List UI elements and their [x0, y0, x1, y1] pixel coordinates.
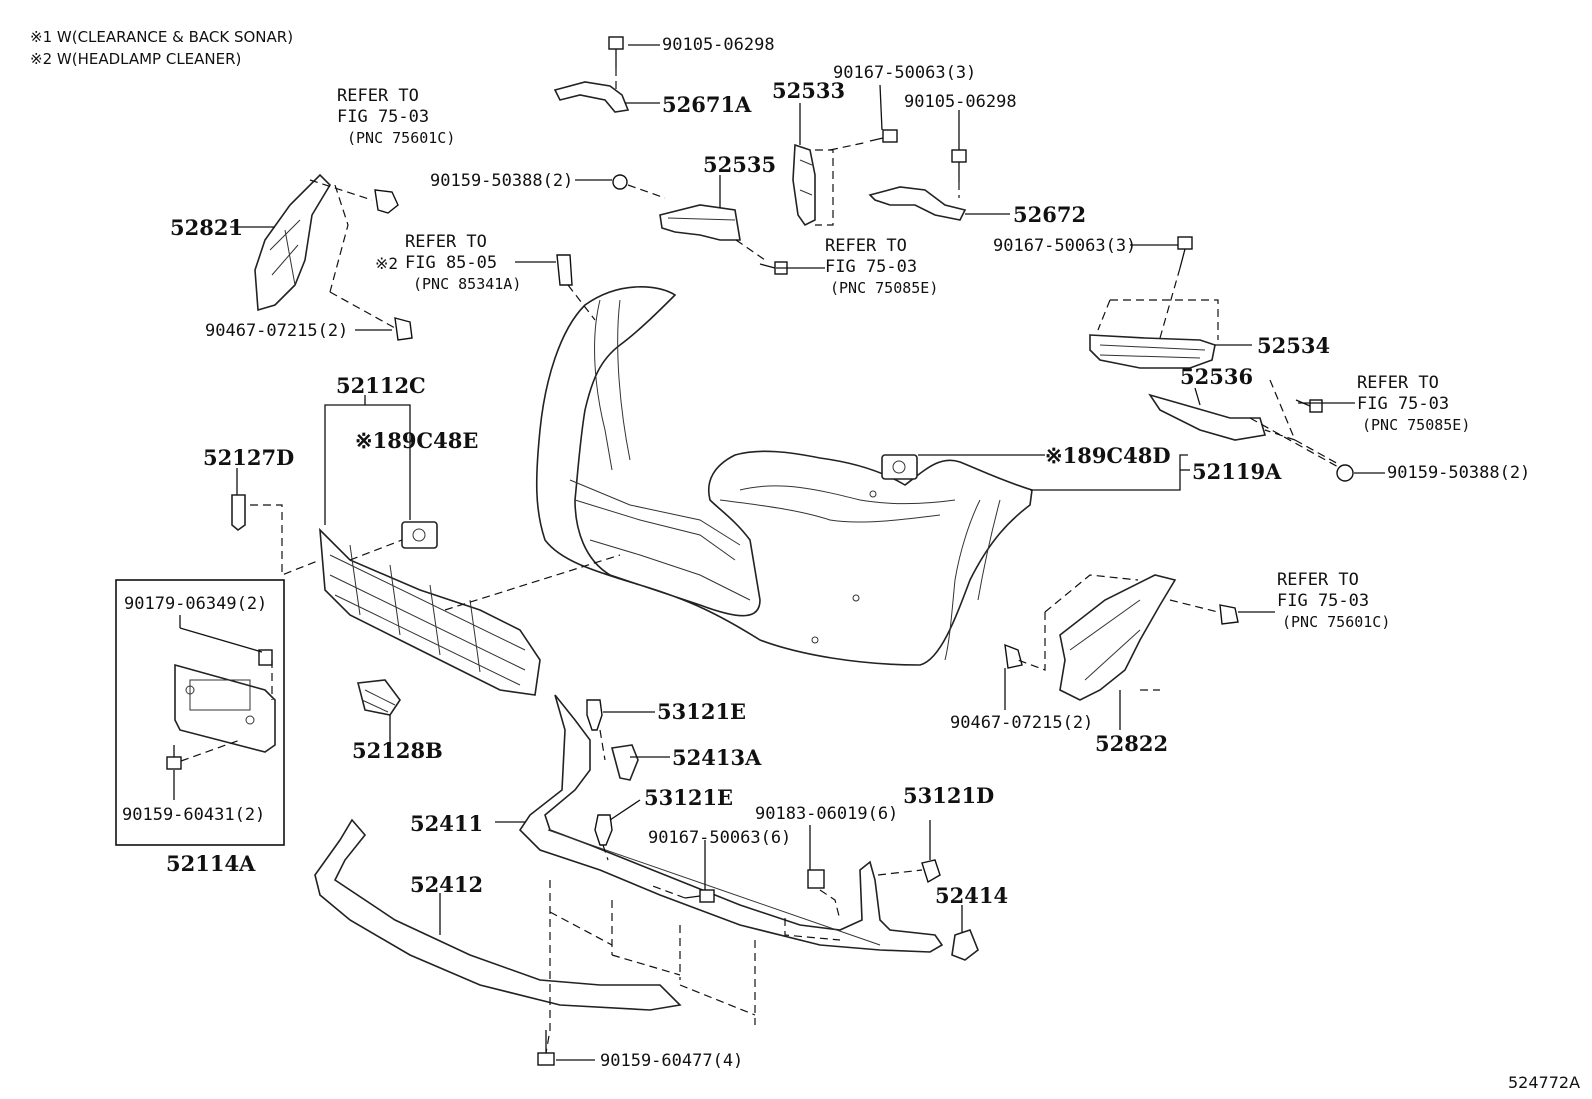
- part-label-90167-50063-b[interactable]: 90167-50063(3): [993, 236, 1137, 256]
- sensor-89C48D[interactable]: [881, 454, 918, 480]
- reference-block-4[interactable]: REFER TO FIG 75-03 (PNC 75085E): [1357, 373, 1470, 436]
- part-label-90159-50388-a[interactable]: 90159-50388(2): [430, 171, 574, 191]
- part-label-52535[interactable]: 52535: [703, 152, 777, 177]
- reference-line: REFER TO: [405, 232, 487, 252]
- bracket-52533[interactable]: [792, 143, 816, 227]
- note-2: ※2 W(HEADLAMP CLEANER): [30, 50, 242, 68]
- retainer-52536[interactable]: [1148, 393, 1267, 441]
- bracket-52535[interactable]: [659, 204, 741, 241]
- part-label-52821[interactable]: 52821: [170, 215, 244, 240]
- sensor-89C48E[interactable]: [401, 521, 438, 549]
- part-label-90167-50063-c[interactable]: 90167-50063(6): [648, 828, 792, 848]
- part-label-89C48D[interactable]: ※189C48D: [1045, 443, 1171, 468]
- reference-block-1[interactable]: REFER TO FIG 75-03 (PNC 75601C): [337, 86, 455, 149]
- retainer-52534[interactable]: [1089, 334, 1216, 369]
- part-label-53121E-a[interactable]: 53121E: [657, 699, 747, 724]
- bumper-cover[interactable]: [535, 286, 1033, 666]
- part-label-52119A[interactable]: 52119A: [1192, 459, 1282, 484]
- reference-line: (PNC 75085E): [1362, 416, 1471, 434]
- side-bracket-52822[interactable]: [1059, 574, 1177, 701]
- part-label-90467-07215-a[interactable]: 90467-07215(2): [205, 321, 349, 341]
- reference-block-5[interactable]: REFER TO FIG 75-03 (PNC 75601C): [1277, 570, 1390, 633]
- note-1: ※1 W(CLEARANCE & BACK SONAR): [30, 28, 294, 46]
- cover-52128B[interactable]: [356, 679, 401, 716]
- figure-id: 524772A: [1508, 1073, 1581, 1092]
- part-label-90183-06019[interactable]: 90183-06019(6): [755, 804, 899, 824]
- part-label-90159-60431[interactable]: 90159-60431(2): [122, 805, 266, 825]
- reference-line: (PNC 85341A): [413, 275, 522, 293]
- clip-52127D[interactable]: [231, 494, 246, 532]
- reference-block-2[interactable]: REFER TO ※2 FIG 85-05 (PNC 85341A): [375, 232, 521, 295]
- part-label-90159-60477[interactable]: 90159-60477(4): [600, 1051, 744, 1071]
- reference-prefix: ※2: [375, 254, 399, 273]
- part-label-52672[interactable]: 52672: [1013, 202, 1087, 227]
- license-bracket[interactable]: [174, 663, 276, 753]
- part-label-53121E-b[interactable]: 53121E: [644, 785, 734, 810]
- reference-line: REFER TO: [825, 236, 907, 256]
- reference-line: FIG 85-05: [405, 253, 498, 273]
- side-bracket-52821[interactable]: [254, 173, 332, 312]
- part-52414[interactable]: [951, 929, 979, 961]
- part-label-52114A[interactable]: 52114A: [166, 851, 256, 876]
- part-label-52112C[interactable]: 52112C: [336, 373, 426, 398]
- part-label-90179-06349[interactable]: 90179-06349(2): [124, 594, 268, 614]
- reference-line: FIG 75-03: [825, 257, 918, 277]
- fastener-bolts[interactable]: [166, 36, 1354, 1066]
- reference-line: (PNC 75601C): [347, 129, 456, 147]
- license-bracket-box: [115, 579, 285, 846]
- part-label-52414[interactable]: 52414: [935, 883, 1009, 908]
- lower-spoiler-52411[interactable]: [518, 694, 944, 953]
- part-label-90105-06298-a[interactable]: 90105-06298: [662, 35, 775, 55]
- part-label-52127D[interactable]: 52127D: [203, 445, 295, 470]
- part-label-52413A[interactable]: 52413A: [672, 745, 762, 770]
- reference-line: FIG 75-03: [1357, 394, 1450, 414]
- reference-block-3[interactable]: REFER TO FIG 75-03 (PNC 75085E): [825, 236, 938, 299]
- reference-line: (PNC 75085E): [830, 279, 939, 297]
- part-label-52411[interactable]: 52411: [410, 811, 484, 836]
- part-label-52671A[interactable]: 52671A: [662, 92, 752, 117]
- part-label-89C48E[interactable]: ※189C48E: [355, 428, 479, 453]
- reference-line: REFER TO: [1277, 570, 1359, 590]
- lower-molding-52412[interactable]: [314, 818, 682, 1011]
- part-label-53121D[interactable]: 53121D: [903, 783, 995, 808]
- reference-line: REFER TO: [1357, 373, 1439, 393]
- part-label-52534[interactable]: 52534: [1257, 333, 1331, 358]
- part-label-52412[interactable]: 52412: [410, 872, 484, 897]
- part-label-52822[interactable]: 52822: [1095, 731, 1169, 756]
- part-label-90105-06298-b[interactable]: 90105-06298: [904, 92, 1017, 112]
- part-52413A[interactable]: [610, 744, 639, 781]
- reference-line: REFER TO: [337, 86, 419, 106]
- reference-line: (PNC 75601C): [1282, 613, 1391, 631]
- grille-52112C[interactable]: [319, 527, 541, 696]
- part-label-90159-50388-b[interactable]: 90159-50388(2): [1387, 463, 1531, 483]
- bracket-52671A[interactable]: [553, 81, 630, 113]
- reference-line: FIG 75-03: [1277, 591, 1370, 611]
- part-label-90467-07215-b[interactable]: 90467-07215(2): [950, 713, 1094, 733]
- leader-lines: [173, 44, 1385, 1061]
- dashed-lines: [180, 68, 1341, 1054]
- reference-line: FIG 75-03: [337, 107, 430, 127]
- part-label-52533[interactable]: 52533: [772, 78, 846, 103]
- part-label-52128B[interactable]: 52128B: [352, 738, 443, 763]
- part-label-90167-50063-a[interactable]: 90167-50063(3): [833, 63, 977, 83]
- part-label-52536[interactable]: 52536: [1180, 364, 1254, 389]
- bracket-52672[interactable]: [868, 186, 967, 221]
